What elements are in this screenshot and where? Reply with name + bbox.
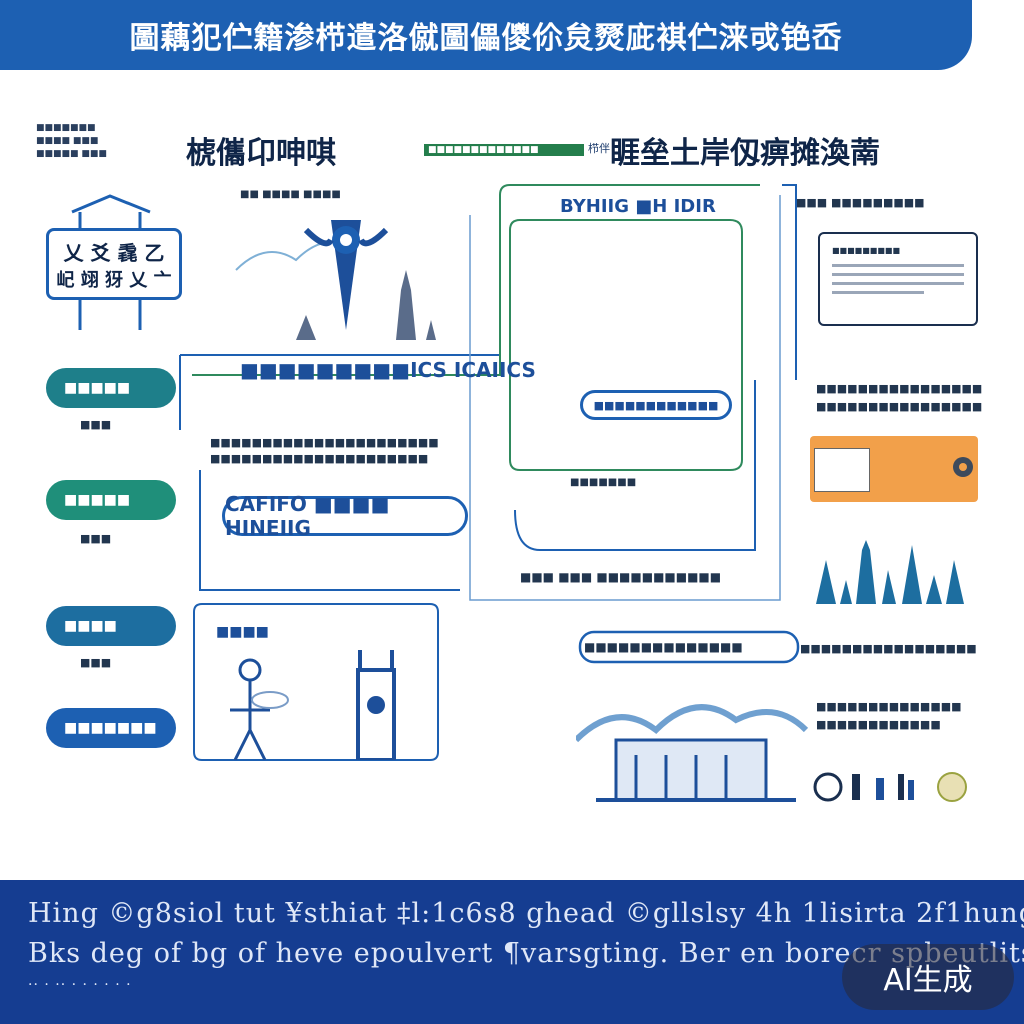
bottle-icon	[876, 778, 884, 800]
header-banner: 圖藕犯伫籍渗栉遣洛僦圖儡儍伱炱燹庛褀伫涞戓铯岙	[0, 0, 972, 70]
center-row-text-1: ■■■■■■■■■■■■■■■■■■■■■■	[210, 436, 439, 449]
left-pill-4: ■■■■■■■	[46, 708, 176, 748]
page-title: 圖藕犯伫籍渗栉遣洛僦圖儡儍伱炱燹庛褀伫涞戓铯岙	[129, 21, 843, 56]
center-top-caption: ■■ ■■■■ ■■■■	[240, 189, 341, 200]
doc-line	[832, 273, 964, 276]
right-wide-caption: ■■■■■■■■■■■■■■■■■	[800, 642, 977, 655]
doc-line	[832, 282, 964, 285]
frame-caption: ■■■■■■■■■■■■■■	[584, 640, 743, 654]
upper-box-label: BYHIIG ■H IDIR	[560, 196, 716, 217]
lower-left-label: ■■■■	[216, 624, 269, 640]
right-row-e: ■■■■■■■■■■■■	[816, 718, 941, 731]
doc-line	[832, 291, 925, 294]
left-pill-2-caption: ■■■	[80, 532, 112, 545]
doc-line	[832, 264, 964, 267]
diagram-connectors	[71, 184, 800, 761]
left-pill-3-caption: ■■■	[80, 656, 112, 669]
mid-box: ■■■■■■■■■■■■	[580, 390, 732, 420]
left-pill-1: ■■■■■	[46, 368, 176, 408]
ai-generated-watermark: AI生成	[842, 944, 1014, 1010]
band-line-3: ·· · ·· · · · · · ·	[28, 977, 132, 993]
mid-caption: ■■■■■■■	[570, 477, 637, 488]
right-bottom-icons	[813, 772, 967, 802]
right-city-skyline-icon	[816, 540, 964, 604]
robot-machine-illustration	[230, 650, 396, 760]
subheader-tag: ■■■■■■■■■■■■■	[424, 144, 584, 156]
orange-chart-card	[810, 436, 978, 502]
right-row-b: ■■■■■■■■■■■■■■■■	[816, 400, 983, 413]
globe-icon	[937, 772, 967, 802]
band-line-1: Hing ©g8siol tut ¥sthiat ‡l:1c6s8 ghead …	[28, 898, 1024, 929]
subheader-title-right: 睚垒土岸仭痹摊渙萳	[610, 136, 880, 171]
sign-line-1: 乂 爻 毳 乙	[63, 241, 165, 265]
right-row-d: ■■■■■■■■■■■■■■	[816, 700, 962, 713]
sign-line-2: 屺 翊 犽 乂 亠	[56, 270, 172, 291]
right-document-card: ■■■■■■■■■	[818, 232, 978, 326]
physics-label: ■■■■■■■■■ICS ICAIICS	[240, 358, 536, 382]
left-pill-1-caption: ■■■	[80, 418, 112, 431]
doc-title: ■■■■■■■■■	[832, 246, 901, 255]
bottle-icon	[908, 780, 914, 800]
factory-illustration	[576, 704, 809, 802]
orange-card-table	[814, 448, 870, 492]
center-row-text-2: ■■■■■■■■■■■■■■■■■■■■■	[210, 452, 429, 465]
gear-icon	[953, 457, 973, 477]
left-pill-2: ■■■■■	[46, 480, 176, 520]
subheader-small-text: ■■■■■■■ ■■■■ ■■■ ■■■■■ ■■■	[36, 123, 107, 159]
subheader-row: ■■■■■■■ ■■■■ ■■■ ■■■■■ ■■■ 椃儶卬呻唭 ■■■■■■■…	[36, 122, 996, 172]
right-top-text: ■■■ ■■■■■■■■■	[796, 196, 925, 209]
capability-box: CAFIFO ■■■■ HINEIIG	[222, 492, 468, 540]
rocket-city-illustration	[235, 220, 436, 340]
subheader-tag-small: 栉伴	[588, 142, 610, 155]
clock-icon	[813, 772, 843, 802]
lower-caption: ■■■ ■■■ ■■■■■■■■■■■	[520, 570, 722, 584]
subheader-title-left: 椃儶卬呻唭	[186, 136, 336, 171]
left-pill-3: ■■■■	[46, 606, 176, 646]
bottle-icon	[852, 774, 860, 800]
bottle-icon	[898, 774, 904, 800]
right-row-a: ■■■■■■■■■■■■■■■■	[816, 382, 983, 395]
left-sign-board: 乂 爻 毳 乙 屺 翊 犽 乂 亠	[46, 228, 182, 300]
